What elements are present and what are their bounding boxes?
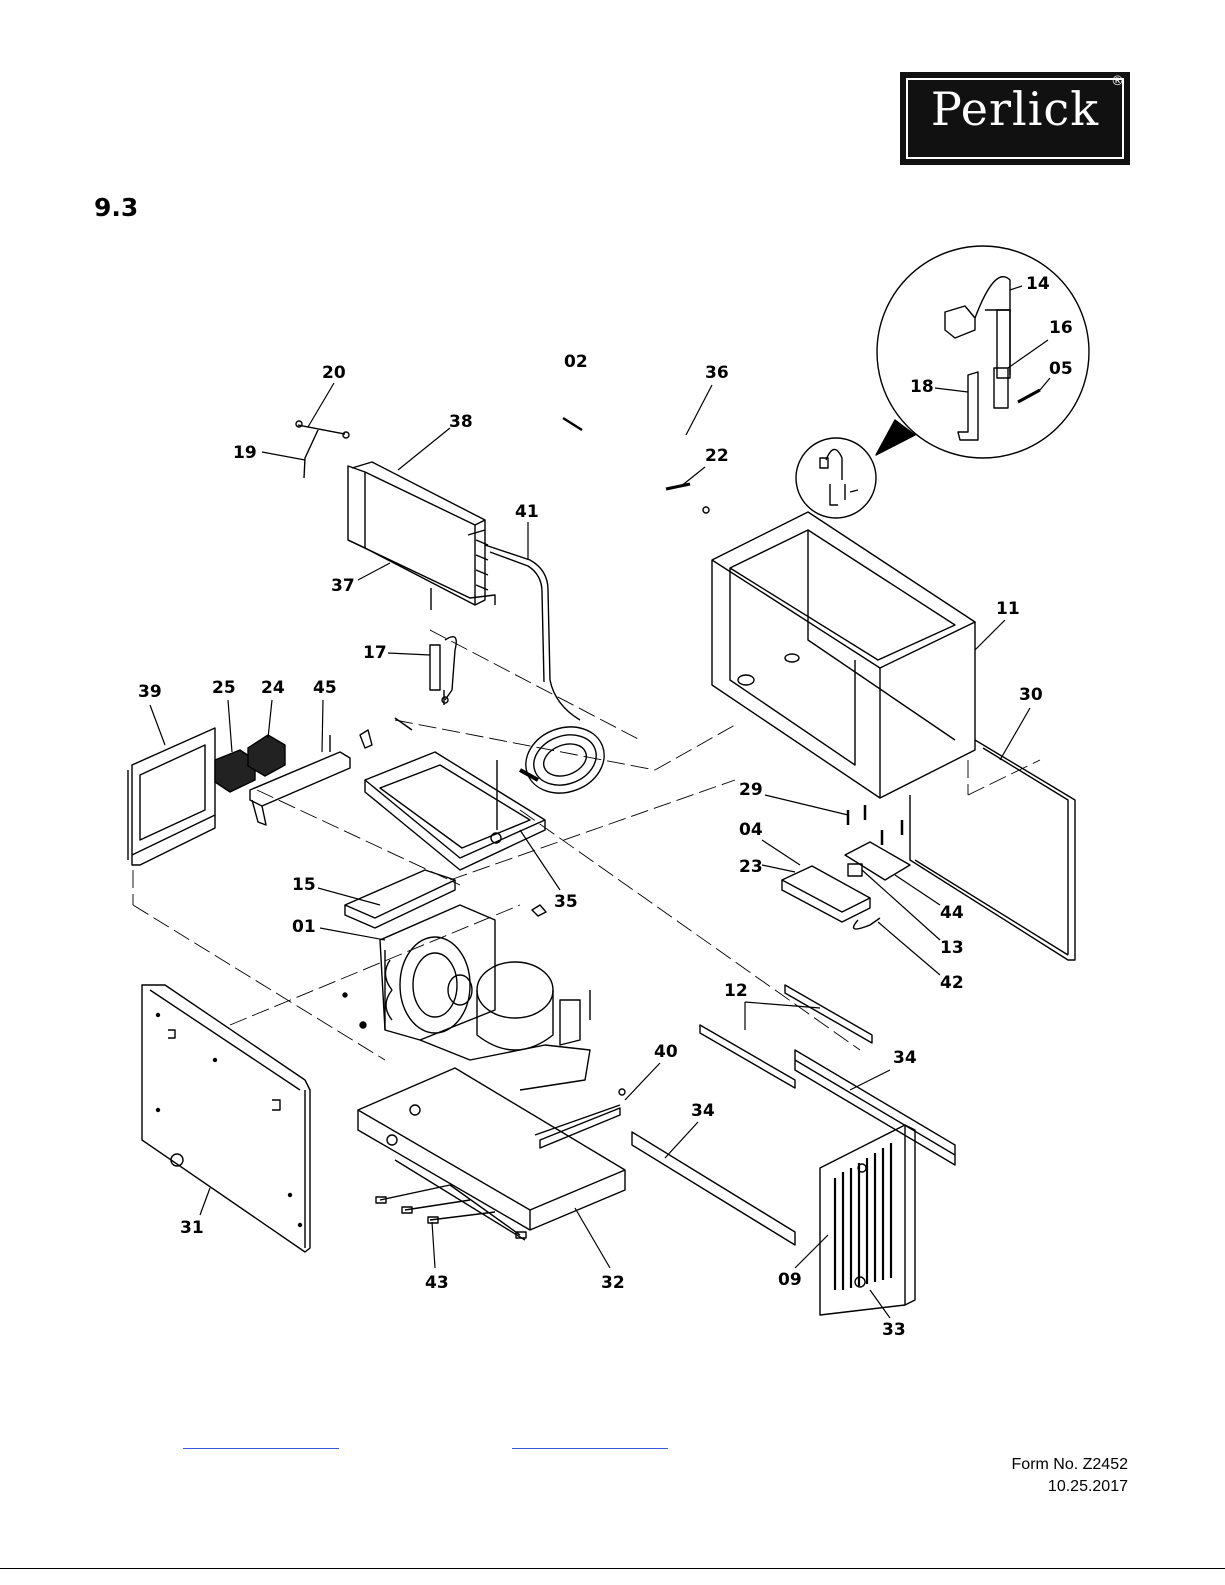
callout-33: 33	[882, 1320, 906, 1340]
callout-23: 23	[739, 857, 763, 877]
callout-36: 36	[705, 363, 729, 383]
thermostat-bracket-44	[845, 842, 910, 880]
footer-link-2[interactable]	[512, 1448, 668, 1449]
callout-04: 04	[739, 820, 763, 840]
callout-37: 37	[331, 576, 355, 596]
evaporator-coil-38-37	[348, 462, 495, 610]
callout-39: 39	[138, 682, 162, 702]
grille-part-33	[820, 1125, 915, 1315]
callout-12: 12	[724, 981, 748, 1001]
wire-harness-43	[376, 1160, 526, 1240]
callout-labels: 20 02 36 19 38 22 41 37 17 39 25 24 45 1…	[138, 274, 1073, 1340]
detail-circle-small	[796, 438, 876, 518]
callout-34-upper: 34	[893, 1048, 917, 1068]
callout-24: 24	[261, 678, 285, 698]
rail-part-34-lower	[632, 1132, 795, 1245]
panel-part-39	[128, 728, 215, 865]
callout-02: 02	[564, 352, 588, 372]
form-number: Form No. Z2452	[1012, 1456, 1128, 1474]
clip	[360, 730, 372, 748]
small-clip	[532, 905, 546, 916]
insulation-strip-15	[345, 870, 455, 928]
callout-05: 05	[1049, 359, 1073, 379]
drier-part-17	[430, 637, 456, 705]
callout-25: 25	[212, 678, 236, 698]
callout-30: 30	[1019, 685, 1043, 705]
callout-01: 01	[292, 917, 316, 937]
side-panel-31	[142, 985, 310, 1252]
callout-41: 41	[515, 502, 539, 522]
tube-part-20-19	[296, 421, 349, 478]
callout-11: 11	[996, 599, 1020, 619]
callout-35: 35	[554, 892, 578, 912]
callout-45: 45	[313, 678, 337, 698]
callout-17: 17	[363, 643, 387, 663]
callout-43: 43	[425, 1273, 449, 1293]
back-panel-30	[910, 740, 1075, 960]
callout-20: 20	[322, 363, 346, 383]
callout-19: 19	[233, 443, 257, 463]
drain-pan-35	[365, 752, 545, 870]
condensing-unit-01	[343, 905, 590, 1090]
callout-44: 44	[940, 903, 964, 923]
callout-29: 29	[739, 780, 763, 800]
callout-32: 32	[601, 1273, 625, 1293]
callout-18: 18	[910, 377, 934, 397]
footer-link-1[interactable]	[183, 1448, 339, 1449]
pin-part-22	[666, 484, 709, 513]
callout-14: 14	[1026, 274, 1050, 294]
callout-15: 15	[292, 875, 316, 895]
callout-16: 16	[1049, 318, 1073, 338]
callout-34-lower: 34	[691, 1101, 715, 1121]
detail-pointer	[876, 420, 915, 455]
relay-part-24	[248, 735, 285, 776]
thermostat-part-23	[782, 866, 880, 929]
callout-42: 42	[940, 973, 964, 993]
pin-part-02	[563, 418, 582, 430]
rail-part-34-upper	[795, 1050, 955, 1165]
detail-circle-large	[877, 246, 1089, 458]
callout-38: 38	[449, 412, 473, 432]
base-part-32	[358, 1068, 625, 1230]
screws-part-29	[848, 805, 902, 845]
callout-09: 09	[778, 1270, 802, 1290]
callout-40: 40	[654, 1042, 678, 1062]
cabinet-part-11	[712, 512, 975, 798]
callout-13: 13	[940, 938, 964, 958]
form-date: 10.25.2017	[1048, 1478, 1128, 1496]
suction-tube-41	[485, 545, 614, 804]
screw	[395, 718, 412, 730]
bottom-rule	[0, 1568, 1225, 1569]
callout-31: 31	[180, 1218, 204, 1238]
callout-22: 22	[705, 446, 729, 466]
